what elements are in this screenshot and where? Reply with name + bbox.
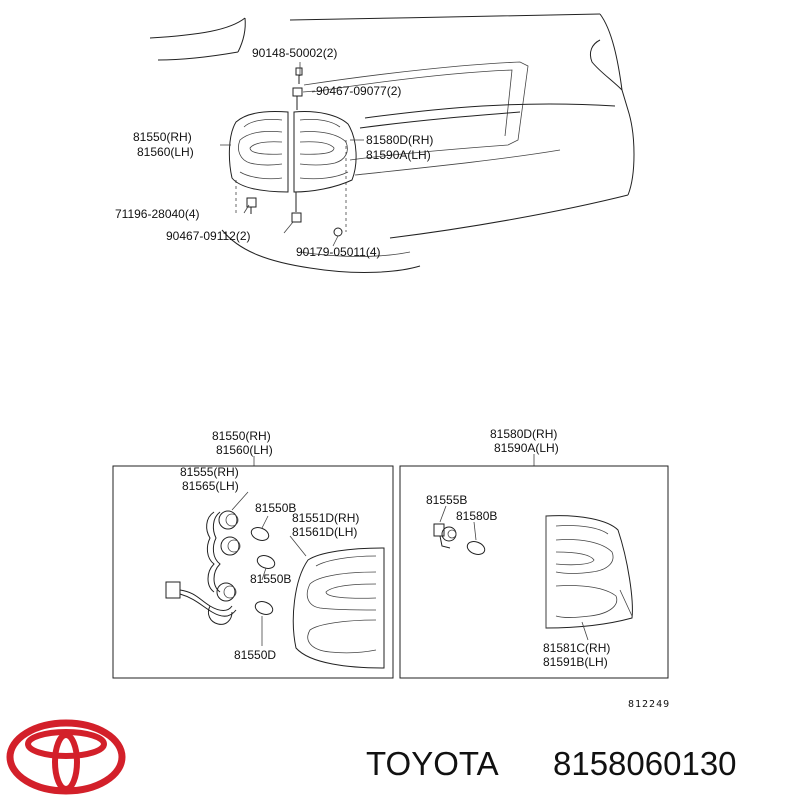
left-panel-frame [112,465,394,679]
callout-81560-lh: 81560(LH) [137,145,194,159]
callout-90467-09112: 90467-09112(2) [166,229,251,243]
callout-90148-50002: 90148-50002(2) [252,46,337,60]
callout-81590a-lh: 81590A(LH) [366,148,431,162]
callout-81550d: 81550D [234,648,276,662]
callout-81550b-upper: 81550B [255,501,296,515]
top-tail-light-lh [293,111,357,193]
right-panel-header-rh: 81580D(RH) [490,427,557,441]
bulb-socket-harness [165,510,241,625]
callout-81555-rh: 81555(RH) [180,465,239,479]
left-panel: 81550(RH) 81560(LH) [112,429,394,679]
top-tail-light-rh [228,111,289,193]
leader-lines-top [220,62,364,247]
top-callouts: 90148-50002(2) 90467-09077(2) 81550(RH) … [115,46,433,259]
toyota-logo [6,719,126,795]
bulbs-left [250,527,276,615]
right-panel: 81580D(RH) 81590A(LH) 81555B 81580B [399,427,669,679]
right-panel-frame [399,465,669,679]
callout-81581c-rh: 81581C(RH) [543,641,610,655]
bulb-socket-right [433,523,486,555]
left-panel-header-rh: 81550(RH) [212,429,271,443]
callout-81555b: 81555B [426,493,467,507]
callout-81561d-lh: 81561D(LH) [292,525,357,539]
right-panel-header-lh: 81590A(LH) [494,441,559,455]
callout-81580b: 81580B [456,509,497,523]
callout-71196-28040: 71196-28040(4) [115,207,200,221]
callout-81550-rh: 81550(RH) [133,130,192,144]
left-panel-header-lh: 81560(LH) [216,443,273,457]
part-number: 8158060130 [553,745,737,782]
lamp-lens-left [292,547,385,669]
callout-81551d-rh: 81551D(RH) [292,511,359,525]
diagram-ref-number: 812249 [628,699,670,710]
brand-name: TOYOTA [366,745,499,782]
callout-81550b-lower: 81550B [250,572,291,586]
callout-81580d-rh: 81580D(RH) [366,133,433,147]
callout-81591b-lh: 81591B(LH) [543,655,608,669]
lamp-lens-right [545,515,633,629]
vehicle-body-outline [149,13,635,273]
callout-90467-09077: 90467-09077(2) [316,84,401,98]
callout-81565-lh: 81565(LH) [182,479,239,493]
callout-90179-05011: 90179-05011(4) [296,245,381,259]
